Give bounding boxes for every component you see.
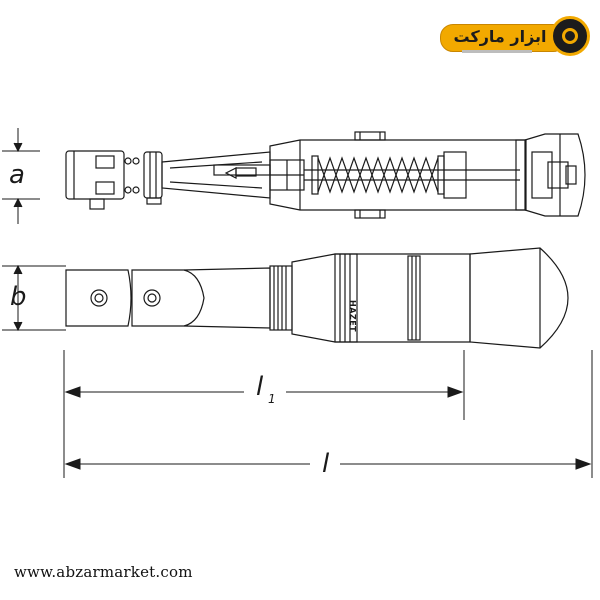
logo-text: ابزار مارکت [453, 27, 547, 46]
dimension-label-b: b [10, 282, 27, 312]
spring-coils [311, 155, 445, 195]
abzarmarket-logo[interactable]: ابزار مارکت [432, 10, 590, 60]
lens-icon [550, 16, 590, 56]
lens-inner-ring [562, 28, 578, 44]
dimension-label-a: a [9, 160, 25, 190]
logo-underline [462, 50, 532, 53]
side-view [65, 247, 569, 349]
website-link[interactable]: www.abzarmarket.com [14, 563, 193, 581]
logo-pill [440, 24, 566, 52]
sectional-view [65, 131, 586, 219]
dimension-label-l1: l [256, 372, 264, 402]
dimension-lines [2, 128, 593, 478]
dimension-label-l1-subscript: 1 [268, 392, 276, 406]
brand-stamp: HAZET [348, 300, 357, 333]
dimension-label-l: l [322, 449, 330, 479]
